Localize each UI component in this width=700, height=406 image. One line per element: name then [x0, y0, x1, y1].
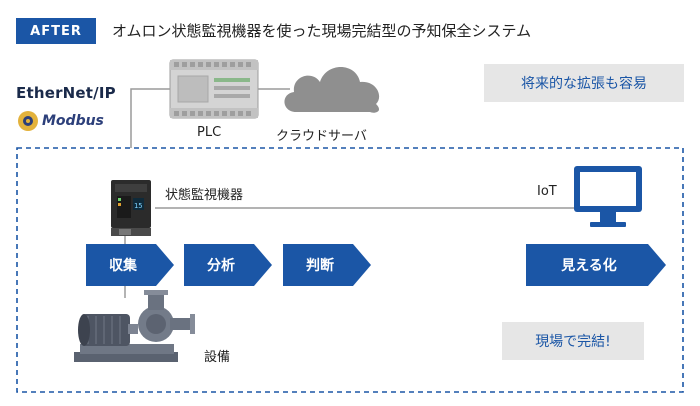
on-site-completion-note: 現場で完結! — [502, 322, 644, 360]
page-title: オムロン状態監視機器を使った現場完結型の予知保全システム — [112, 22, 532, 40]
step-analyze-label: 分析 — [207, 258, 235, 274]
arrow-shape-judge — [283, 244, 371, 286]
equipment-icon — [74, 290, 195, 362]
svg-text:15: 15 — [134, 202, 142, 210]
iot-label: IoT — [537, 184, 557, 199]
equipment-label: 設備 — [204, 350, 231, 365]
plc-connector — [130, 88, 170, 148]
modbus-mark-icon — [18, 111, 38, 131]
arrow-shape-visualize — [526, 244, 666, 286]
plc-label: PLC — [197, 125, 222, 140]
cloud-icon — [284, 67, 380, 113]
system-boundary — [16, 147, 684, 393]
step-collect-label: 収集 — [109, 258, 137, 274]
step-visualize-arrow: 見える化 — [526, 244, 666, 286]
modbus-logo: Modbus — [16, 108, 104, 134]
step-judge-label: 判断 — [306, 258, 334, 274]
arrow-shape-analyze — [184, 244, 272, 286]
arrow-shape-collect — [86, 244, 174, 286]
after-badge: AFTER — [16, 18, 96, 44]
cloud-label: クラウドサーバ — [276, 129, 367, 144]
step-judge-arrow: 判断 — [283, 244, 371, 286]
step-analyze-arrow: 分析 — [184, 244, 272, 286]
modbus-text: Modbus — [42, 113, 104, 129]
extensibility-note: 将来的な拡張も容易 — [484, 64, 684, 102]
step-visualize-label: 見える化 — [561, 258, 617, 274]
monitor-device-label: 状態監視機器 — [165, 188, 244, 203]
iot-monitor-icon — [574, 166, 642, 227]
monitor-device-icon: 15 — [111, 180, 151, 236]
step-collect-arrow: 収集 — [86, 244, 174, 286]
ethernet-ip-logo: EtherNet/IP — [16, 84, 116, 102]
plc-icon — [169, 59, 259, 119]
